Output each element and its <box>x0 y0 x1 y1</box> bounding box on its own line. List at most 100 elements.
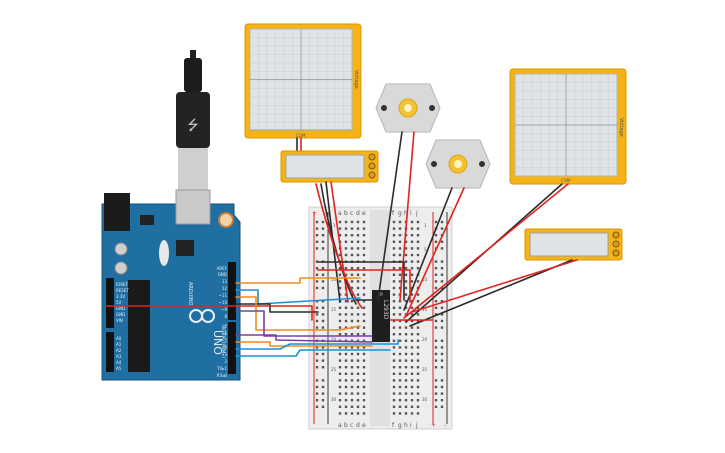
breadboard-hole[interactable] <box>392 339 396 342</box>
breadboard-hole[interactable] <box>416 385 420 389</box>
breadboard-hole[interactable] <box>356 313 360 316</box>
breadboard-hole[interactable] <box>338 366 342 369</box>
breadboard-hole[interactable] <box>410 253 414 257</box>
breadboard-hole[interactable] <box>356 405 360 408</box>
breadboard-hole[interactable] <box>440 286 444 290</box>
breadboard-hole[interactable] <box>338 385 342 389</box>
breadboard-hole[interactable] <box>338 267 342 270</box>
breadboard-hole[interactable] <box>392 385 396 389</box>
breadboard-hole[interactable] <box>410 379 414 382</box>
breadboard-hole[interactable] <box>416 366 420 369</box>
breadboard-hole[interactable] <box>416 227 420 230</box>
breadboard-hole[interactable] <box>338 319 342 323</box>
breadboard-hole[interactable] <box>350 240 354 243</box>
terminal-icon[interactable] <box>368 171 376 179</box>
breadboard-hole[interactable] <box>416 405 420 408</box>
breadboard-hole[interactable] <box>321 405 325 408</box>
breadboard-hole[interactable] <box>356 220 360 224</box>
breadboard-hole[interactable] <box>398 392 402 395</box>
breadboard-hole[interactable] <box>338 399 342 402</box>
breadboard-hole[interactable] <box>321 240 325 243</box>
breadboard-hole[interactable] <box>434 300 438 303</box>
wire-red[interactable] <box>405 187 465 317</box>
breadboard-hole[interactable] <box>434 326 438 329</box>
breadboard-hole[interactable] <box>315 352 319 356</box>
breadboard-hole[interactable] <box>362 253 366 257</box>
small-meter-1[interactable] <box>280 150 379 183</box>
breadboard-hole[interactable] <box>416 267 420 270</box>
wire-black[interactable] <box>317 261 405 301</box>
breadboard-hole[interactable] <box>321 247 325 250</box>
breadboard-hole[interactable] <box>416 313 420 316</box>
breadboard-hole[interactable] <box>392 319 396 323</box>
breadboard-hole[interactable] <box>440 385 444 389</box>
breadboard-hole[interactable] <box>315 267 319 270</box>
breadboard-hole[interactable] <box>350 227 354 230</box>
wire-black[interactable] <box>403 187 453 311</box>
breadboard-hole[interactable] <box>434 267 438 270</box>
breadboard-hole[interactable] <box>410 333 414 336</box>
breadboard-hole[interactable] <box>398 313 402 316</box>
breadboard-hole[interactable] <box>321 306 325 309</box>
breadboard-hole[interactable] <box>440 220 444 224</box>
breadboard-hole[interactable] <box>404 247 408 250</box>
breadboard-hole[interactable] <box>362 333 366 336</box>
breadboard-hole[interactable] <box>434 379 438 382</box>
breadboard-hole[interactable] <box>344 372 348 375</box>
breadboard-hole[interactable] <box>398 372 402 375</box>
breadboard-hole[interactable] <box>338 293 342 296</box>
terminal-icon[interactable] <box>612 240 620 248</box>
breadboard-hole[interactable] <box>410 273 414 276</box>
wire-black[interactable] <box>235 303 319 313</box>
breadboard-hole[interactable] <box>434 392 438 395</box>
breadboard-hole[interactable] <box>392 346 396 349</box>
breadboard-hole[interactable] <box>344 220 348 224</box>
breadboard-hole[interactable] <box>338 405 342 408</box>
breadboard-hole[interactable] <box>410 293 414 296</box>
breadboard-hole[interactable] <box>392 333 396 336</box>
wire-blue[interactable] <box>235 349 391 357</box>
breadboard-hole[interactable] <box>356 286 360 290</box>
wire-red[interactable] <box>330 181 349 303</box>
breadboard-hole[interactable] <box>321 234 325 237</box>
breadboard-hole[interactable] <box>356 339 360 342</box>
breadboard-hole[interactable] <box>392 234 396 237</box>
wire-blue[interactable] <box>235 339 399 350</box>
breadboard-hole[interactable] <box>392 247 396 250</box>
breadboard-hole[interactable] <box>338 372 342 375</box>
breadboard-hole[interactable] <box>338 313 342 316</box>
breadboard-hole[interactable] <box>362 306 366 309</box>
breadboard-hole[interactable] <box>410 339 414 342</box>
breadboard-hole[interactable] <box>440 273 444 276</box>
breadboard-hole[interactable] <box>398 286 402 290</box>
breadboard-hole[interactable] <box>434 280 438 283</box>
breadboard-hole[interactable] <box>440 339 444 342</box>
breadboard-hole[interactable] <box>398 385 402 389</box>
breadboard-hole[interactable] <box>404 293 408 296</box>
breadboard-hole[interactable] <box>392 273 396 276</box>
breadboard-hole[interactable] <box>410 385 414 389</box>
breadboard-hole[interactable] <box>350 267 354 270</box>
breadboard-hole[interactable] <box>356 306 360 309</box>
breadboard-hole[interactable] <box>392 359 396 362</box>
breadboard-hole[interactable] <box>315 220 319 224</box>
breadboard-hole[interactable] <box>338 306 342 309</box>
breadboard-hole[interactable] <box>398 399 402 402</box>
wire-blue[interactable] <box>235 289 361 305</box>
breadboard-hole[interactable] <box>410 234 414 237</box>
breadboard-hole[interactable] <box>315 405 319 408</box>
breadboard-hole[interactable] <box>356 379 360 382</box>
breadboard-hole[interactable] <box>338 280 342 283</box>
breadboard-hole[interactable] <box>404 253 408 257</box>
breadboard-hole[interactable] <box>404 306 408 309</box>
breadboard-hole[interactable] <box>416 319 420 323</box>
breadboard-hole[interactable] <box>416 240 420 243</box>
wire-red[interactable] <box>399 131 415 301</box>
breadboard-hole[interactable] <box>321 346 325 349</box>
breadboard-hole[interactable] <box>350 379 354 382</box>
breadboard-hole[interactable] <box>344 247 348 250</box>
breadboard-hole[interactable] <box>404 399 408 402</box>
breadboard-hole[interactable] <box>338 359 342 362</box>
breadboard-hole[interactable] <box>344 253 348 257</box>
breadboard-hole[interactable] <box>392 366 396 369</box>
